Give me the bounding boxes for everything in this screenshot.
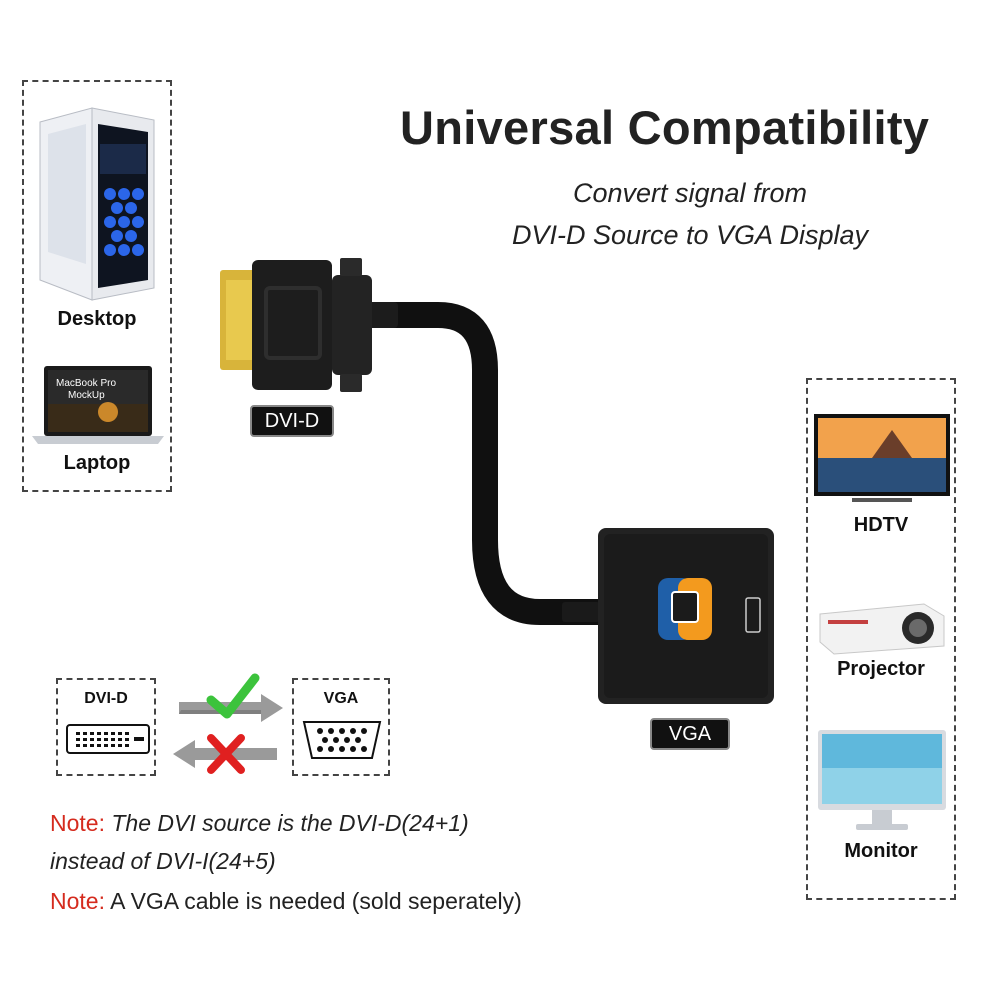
subtitle-line-1: Convert signal from <box>572 178 808 208</box>
hdtv-icon <box>814 414 950 502</box>
projector-icon <box>819 603 945 655</box>
note-2: Note: A VGA cable is needed (sold sepera… <box>50 888 522 915</box>
dvi-port-icon <box>66 724 150 754</box>
desktop-pc-icon <box>39 107 155 301</box>
monitor-icon <box>818 730 946 830</box>
vga-box-label: VGA <box>323 690 359 707</box>
dvi-to-vga-adapter <box>220 258 774 704</box>
dvi-d-tag: DVI-D <box>250 405 334 437</box>
laptop-screen-text-2: MockUp <box>68 390 105 401</box>
projector-label: Projector <box>837 658 925 680</box>
display-devices-panel: HDTV Projector Monitor <box>806 378 956 900</box>
note-2-text: A VGA cable is needed (sold seperately) <box>110 888 522 914</box>
vga-tag: VGA <box>650 718 730 750</box>
subtitle-line-2: DVI-D Source to VGA Display <box>511 220 869 250</box>
dvi-d-box-label: DVI-D <box>84 690 128 707</box>
note-1-prefix: Note: <box>50 810 105 836</box>
note-1-line-1: The DVI source is the DVI-D(24+1) <box>111 810 469 836</box>
source-devices-panel: Desktop MacBook Pro MockUp Laptop <box>22 80 172 492</box>
note-1: Note: The DVI source is the DVI-D(24+1) <box>50 810 469 837</box>
laptop-icon: MacBook Pro MockUp <box>32 366 164 444</box>
laptop-label: Laptop <box>63 452 131 474</box>
laptop-screen-text-1: MacBook Pro <box>56 378 116 389</box>
monitor-label: Monitor <box>844 840 918 862</box>
checkmark-icon <box>206 673 260 719</box>
note-2-prefix: Note: <box>50 888 105 914</box>
note-1-line-2: instead of DVI-I(24+5) <box>50 848 276 874</box>
vga-box: VGA <box>292 678 390 776</box>
cross-icon <box>207 734 245 774</box>
vga-port-icon <box>302 721 382 759</box>
direction-arrows <box>173 673 283 774</box>
dvi-connector <box>220 258 372 392</box>
page-title: Universal Compatibility <box>400 101 930 154</box>
vga-adapter-box <box>598 528 774 704</box>
desktop-label: Desktop <box>57 308 137 330</box>
hdtv-label: HDTV <box>853 514 909 536</box>
dvi-d-box: DVI-D <box>56 678 156 776</box>
note-1-continued: instead of DVI-I(24+5) <box>50 848 276 875</box>
